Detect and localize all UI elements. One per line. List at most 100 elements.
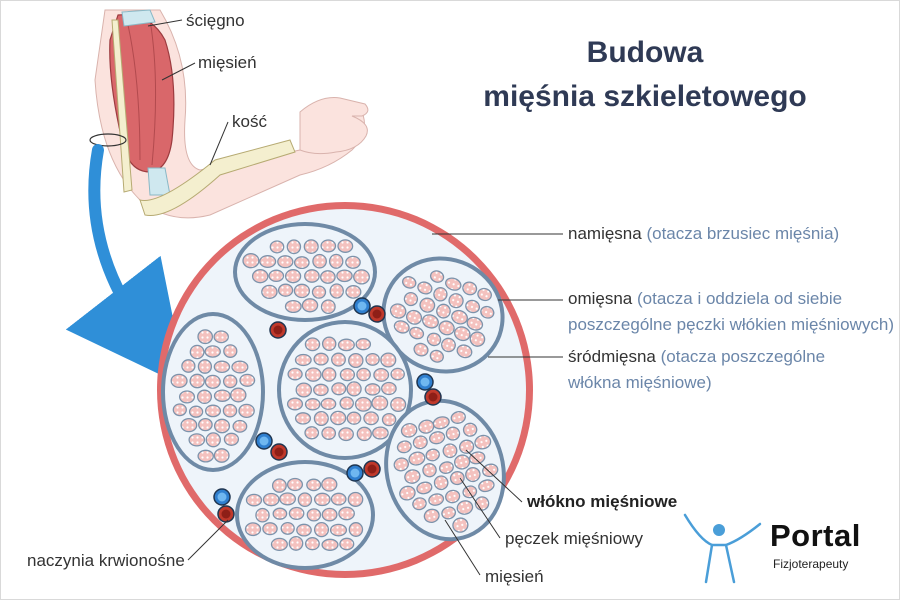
muscle-bundle (277, 320, 413, 460)
muscle-fiber (417, 281, 433, 295)
muscle-fiber (331, 352, 346, 367)
muscle-fiber (196, 389, 213, 405)
muscle-fiber (222, 403, 238, 418)
muscle-fiber (433, 287, 448, 302)
muscle-fiber (306, 478, 322, 492)
muscle-fiber (429, 431, 446, 445)
muscle-fiber (279, 492, 297, 506)
muscle-fiber (295, 382, 313, 398)
muscle-fiber (313, 521, 330, 538)
muscle-fiber (456, 500, 474, 515)
muscle-fiber (294, 353, 312, 367)
muscle-fiber (303, 239, 319, 254)
muscle-fiber (339, 367, 356, 382)
forearm-bone (139, 139, 296, 216)
epimysium-term: namięsna (568, 224, 642, 243)
muscle-fiber (288, 535, 304, 551)
muscle-fiber (172, 403, 187, 417)
muscle-fiber (242, 253, 260, 269)
muscle-cross-section (157, 202, 533, 578)
muscle-fiber (238, 403, 255, 419)
muscle-fiber (311, 285, 327, 299)
muscle-fiber (204, 404, 222, 418)
muscle-fiber (268, 269, 285, 283)
muscle-fiber (452, 517, 469, 533)
muscle-fiber (223, 432, 240, 446)
muscle-fiber (301, 298, 319, 313)
muscle-fiber (346, 411, 362, 425)
muscle-fiber (429, 349, 444, 363)
muscle-bundle (381, 256, 505, 374)
muscle-fiber (445, 426, 461, 441)
muscle-fiber (380, 352, 397, 368)
muscle-fiber (355, 338, 372, 351)
muscle-fiber (393, 320, 410, 334)
muscle-fiber (321, 477, 338, 492)
muscle-fiber (222, 374, 238, 389)
logo-brand: Portal (770, 518, 861, 553)
muscle-fiber (277, 255, 294, 269)
label-muscle: mięsień (485, 567, 544, 586)
hand (299, 97, 369, 155)
curved-arrow-icon (65, 144, 187, 388)
muscle-fiber (356, 426, 372, 442)
muscle-fiber (413, 342, 429, 357)
muscle-fiber (445, 489, 461, 504)
muscle-fiber (284, 299, 302, 314)
muscle-fiber (189, 344, 205, 360)
muscle-fiber (197, 359, 213, 374)
muscle-fiber (280, 521, 295, 535)
muscle-fiber (393, 457, 409, 472)
muscle-fiber (346, 381, 362, 397)
muscle-fiber (197, 329, 214, 345)
vessel-lumen (274, 447, 284, 457)
muscle-fiber (336, 269, 353, 283)
muscle-fiber (426, 332, 442, 347)
muscle-bundle (235, 460, 375, 570)
muscle-fiber (321, 426, 337, 440)
muscle-fiber (223, 344, 238, 358)
muscle-fiber (428, 493, 445, 506)
muscle-fiber (197, 449, 214, 463)
muscle-fiber (313, 352, 329, 366)
muscle-fiber (429, 270, 445, 283)
muscle-fiber (270, 537, 288, 552)
logo-sub: Fizjoterapeuty (773, 557, 849, 571)
muscle-fiber (451, 309, 468, 325)
muscle-fiber (469, 331, 486, 347)
muscle-fiber (422, 463, 437, 478)
muscle-fiber (213, 330, 229, 344)
person-arms-up-icon (683, 513, 762, 584)
vessel-lumen (221, 509, 231, 519)
muscle-fiber (321, 336, 337, 352)
muscle-fiber (371, 395, 389, 411)
muscle-fiber (287, 367, 303, 381)
muscle-fiber (466, 316, 484, 331)
muscle-fiber (409, 326, 425, 340)
perimysium-term: omięsna (568, 289, 633, 308)
muscle-fiber (320, 239, 337, 253)
muscle-fiber (453, 326, 471, 342)
muscle-fiber (321, 367, 337, 382)
muscle-fiber (244, 522, 262, 537)
muscle-fiber (313, 410, 329, 427)
muscle-fiber (456, 344, 473, 359)
muscle-fiber (213, 360, 231, 374)
muscle-fiber (293, 256, 310, 270)
muscle-fiber (465, 299, 481, 314)
muscle-fiber (213, 389, 231, 402)
muscle-fiber (450, 411, 466, 424)
muscle-fiber (328, 253, 344, 269)
muscle-fiber (354, 396, 372, 412)
muscle-fiber (381, 412, 397, 427)
muscle-bundle (384, 398, 506, 542)
muscle-fiber (330, 492, 347, 506)
muscle-fiber (441, 506, 457, 520)
muscle-fiber (306, 508, 322, 522)
muscle-fiber (449, 471, 465, 486)
muscle-bundle (161, 312, 265, 472)
muscle-fiber (412, 435, 428, 450)
vessel-lumen (350, 468, 360, 478)
muscle-fiber (255, 507, 270, 523)
muscle-fiber (232, 419, 248, 433)
